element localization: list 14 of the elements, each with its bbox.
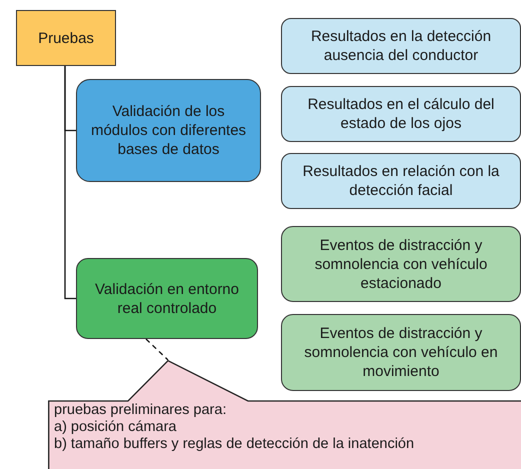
callout-text: b) tamaño buffers y reglas de detección de la inatención — [54, 436, 416, 453]
callout-text: pruebas preliminares para: — [54, 402, 228, 419]
connector-line — [64, 66, 76, 300]
root-box: Pruebas — [16, 10, 116, 66]
process-box: Eventos de distracción y somnolencia con vehículo en movimiento — [281, 314, 521, 391]
process-box: Resultados en relación con la detección facial — [281, 153, 521, 209]
process-box: Resultados en el cálculo del estado de los ojos — [281, 86, 521, 142]
process-box: Resultados en la detección ausencia del conductor — [281, 18, 521, 74]
dashed-leader-line — [146, 338, 168, 360]
callout-box — [48, 360, 521, 469]
callout-text: a) posición cámara — [54, 419, 178, 436]
process-box: Validación de los módulos con diferentes bases de datos — [76, 79, 261, 182]
process-box: Validación en entorno real controlado — [76, 258, 258, 339]
process-box: Eventos de distracción y somnolencia con vehículo estacionado — [281, 226, 521, 302]
